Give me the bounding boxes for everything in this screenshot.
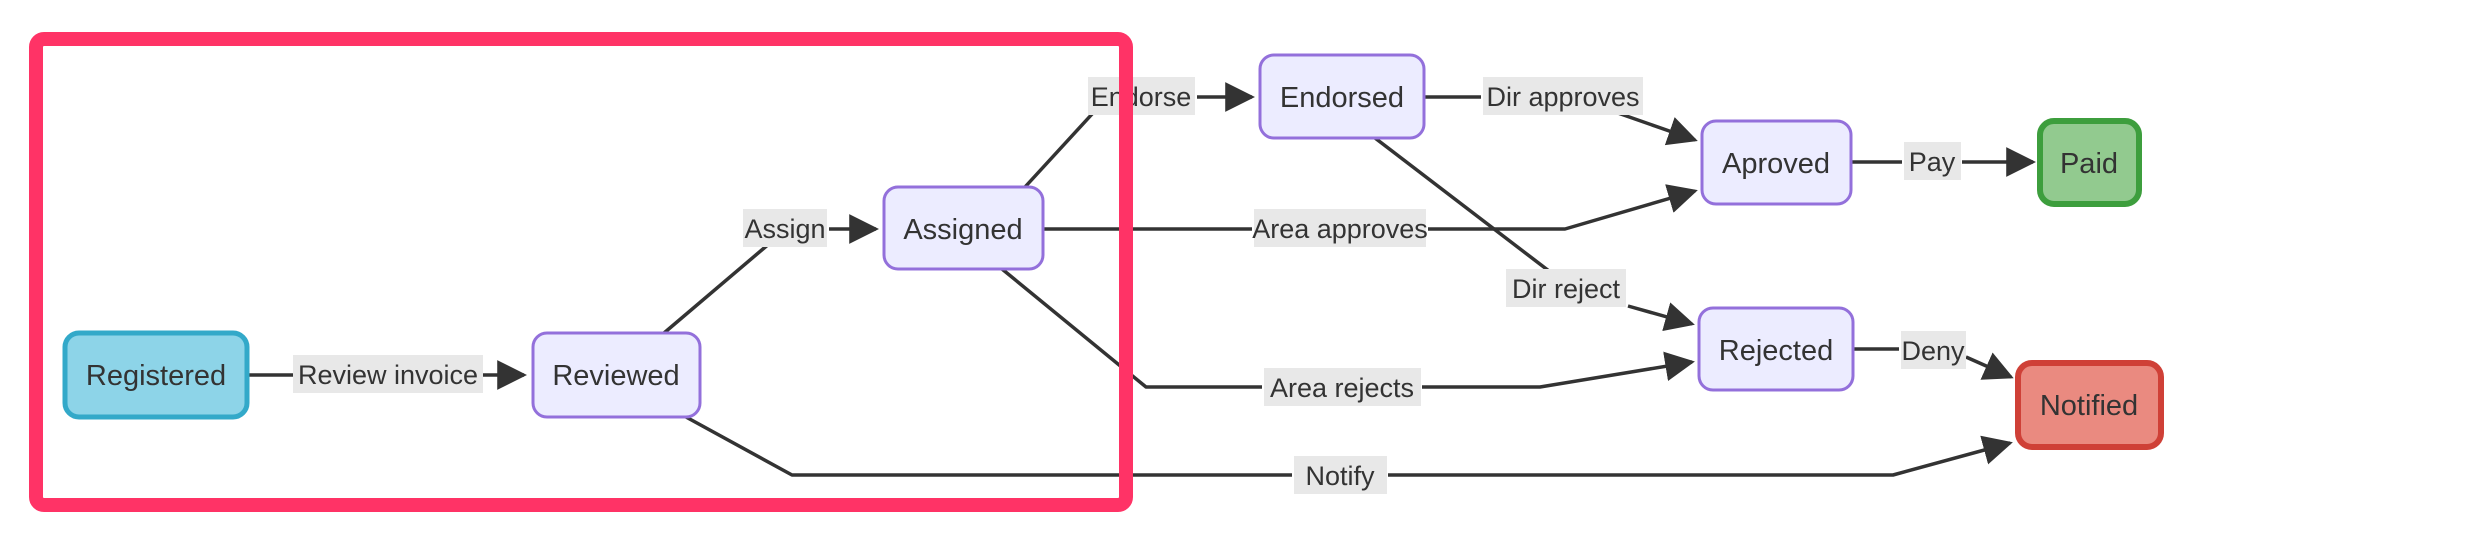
edge-label-bg [1254, 209, 1426, 247]
edge-endorsed-rejected-a [1373, 136, 1551, 273]
edge-label-text: Review invoice [298, 360, 478, 390]
node-box [1258, 53, 1426, 140]
node-box [62, 330, 250, 420]
edge-label-bg [1483, 77, 1643, 115]
edge-label-text: Dir reject [1512, 274, 1621, 304]
edge-label-dir-approves: Dir approves [1483, 77, 1643, 115]
node-box [882, 185, 1045, 271]
edge-rejected-notified-b [1965, 352, 2014, 380]
edge-label-bg [1294, 456, 1387, 494]
edge-endorsed-rejected-b [1627, 302, 1695, 332]
node-label: Paid [2060, 148, 2118, 180]
node-label: Notified [2040, 390, 2138, 422]
edge-label-bg [1904, 142, 1961, 180]
edge-label-bg [293, 355, 483, 393]
edge-label-review-invoice: Review invoice [293, 355, 483, 393]
node-aproved: Aproved [1700, 119, 1853, 206]
edge-label-assign: Assign [743, 209, 827, 247]
node-assigned: Assigned [882, 185, 1045, 271]
edge-label-notify: Notify [1294, 456, 1387, 494]
edge-label-area-approves: Area approves [1252, 209, 1428, 247]
edge-assigned-endorsed-a [1023, 111, 1095, 189]
edge-label-area-rejects: Area rejects [1264, 368, 1421, 406]
edge-assigned-aproved-b [1428, 184, 1698, 231]
edge-assigned-rejected-b [1422, 351, 1695, 389]
edge-label-bg [743, 209, 827, 247]
node-notified: Notified [2015, 360, 2164, 450]
edge-label-text: Area rejects [1270, 373, 1414, 403]
edge-label-text: Deny [1901, 336, 1965, 366]
node-label: Aproved [1722, 148, 1830, 180]
edge-label-endorse: Endorse [1088, 77, 1195, 115]
node-endorsed: Endorsed [1258, 53, 1426, 140]
edge-label-bg [1506, 269, 1626, 307]
edge-reviewed-notified-a [685, 415, 1292, 477]
edges-layer [247, 82, 2036, 477]
nodes-layer: Registered Reviewed Assigned Endorsed Ap… [62, 53, 2164, 450]
edge-label-text: Assign [744, 214, 825, 244]
edge-reviewed-notified-b [1388, 435, 2013, 477]
edge-label-text: Endorse [1091, 82, 1192, 112]
node-label: Reviewed [552, 360, 679, 392]
highlight-box [29, 32, 1133, 512]
edge-label-text: Notify [1305, 461, 1375, 491]
node-box [2015, 360, 2164, 450]
edge-label-bg [1088, 77, 1195, 115]
node-label: Endorsed [1280, 82, 1404, 114]
edge-label-deny: Deny [1901, 331, 1966, 369]
node-registered: Registered [62, 330, 250, 420]
edge-label-pay: Pay [1904, 142, 1961, 180]
edge-labels-layer: Review invoice Assign Endorse Dir approv… [293, 77, 1966, 494]
node-box [1697, 306, 1855, 392]
node-paid: Paid [2037, 118, 2142, 207]
edge-reviewed-assigned-a [662, 241, 772, 335]
edge-label-text: Dir approves [1486, 82, 1639, 112]
node-label: Assigned [903, 214, 1022, 246]
node-label: Rejected [1719, 335, 1833, 367]
edge-label-text: Pay [1909, 147, 1956, 177]
node-label: Registered [86, 360, 226, 392]
node-box [2037, 118, 2142, 207]
node-reviewed: Reviewed [531, 331, 702, 419]
edge-label-dir-reject: Dir reject [1506, 269, 1626, 307]
edge-assigned-rejected-a [1000, 267, 1262, 389]
edge-label-bg [1901, 331, 1966, 369]
node-rejected: Rejected [1697, 306, 1855, 392]
edge-endorsed-aproved-b [1614, 110, 1698, 146]
edge-label-bg [1264, 368, 1421, 406]
node-box [1700, 119, 1853, 206]
node-box [531, 331, 702, 419]
edge-label-text: Area approves [1252, 214, 1428, 244]
